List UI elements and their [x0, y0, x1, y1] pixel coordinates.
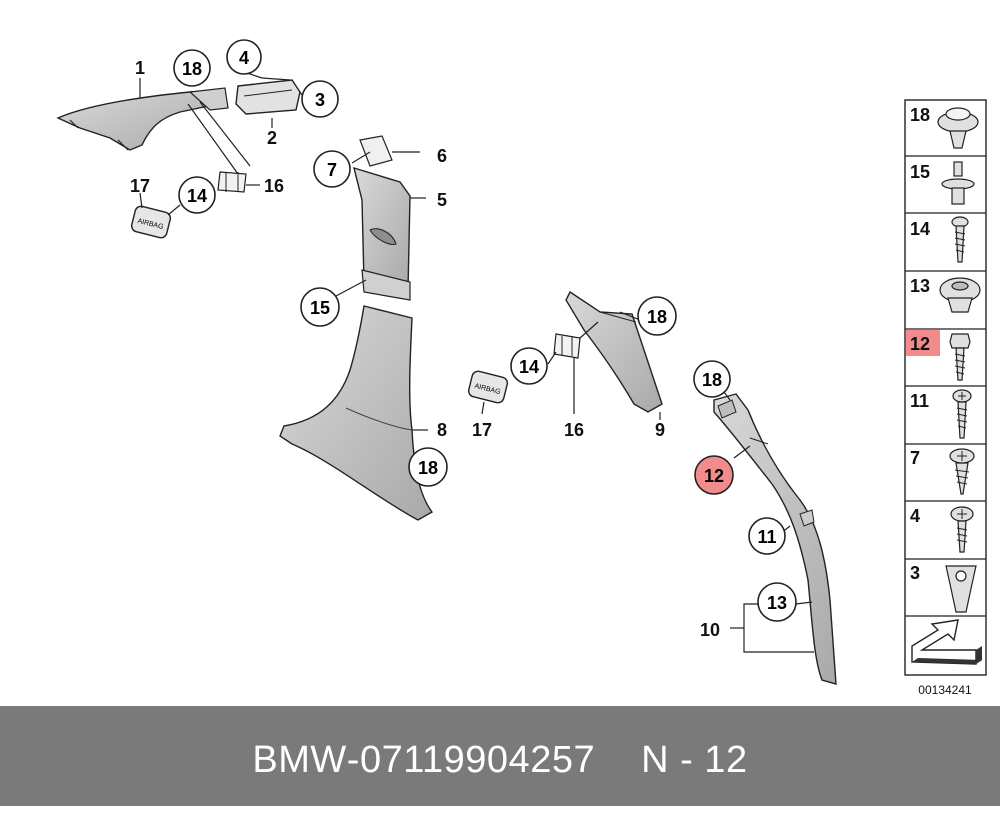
svg-text:12: 12: [704, 466, 724, 486]
callout-6: 6: [437, 146, 447, 166]
callout-7: 7: [313, 150, 351, 188]
callout-16-middle: 16: [564, 420, 584, 440]
clip-part-16-top: [217, 171, 260, 193]
svg-text:15: 15: [310, 298, 330, 318]
c-pillar-upper-trim-part-9: [565, 290, 663, 420]
callout-14-top: 14: [178, 176, 216, 214]
phillips-screw-icon-11: [952, 389, 972, 439]
grommet-icon: [939, 277, 981, 313]
legend-item-18: 18: [910, 105, 930, 125]
svg-text:14: 14: [187, 186, 207, 206]
self-tapping-screw-icon: [949, 448, 975, 495]
svg-text:18: 18: [182, 59, 202, 79]
callout-12-highlighted: 12: [694, 455, 734, 495]
expanding-rivet-icon: [941, 161, 975, 205]
callout-3: 3: [301, 80, 339, 118]
diagram-number: 00134241: [918, 683, 972, 697]
callout-8: 8: [437, 420, 447, 440]
svg-text:11: 11: [757, 527, 776, 547]
circled-callouts: 18 4 3 7 14 15 18 14: [173, 39, 797, 622]
washer-screw-icon: [950, 506, 974, 553]
callout-13: 13: [757, 582, 797, 622]
b-pillar-upper-trim-part-5: [335, 166, 426, 301]
legend-highlight-12: [906, 330, 940, 356]
callout-1: 1: [135, 58, 145, 78]
spring-nut-icon: [945, 565, 977, 613]
callout-17-top: 17: [130, 176, 150, 196]
callout-17-middle: 17: [472, 420, 492, 440]
direction-arrow-icon: [911, 619, 982, 665]
fastener-legend: 18 15 14 13 12 11 7 4 3: [904, 99, 987, 697]
callout-5: 5: [437, 190, 447, 210]
a-pillar-trim-part-1: [56, 87, 229, 151]
legend-item-3: 3: [910, 563, 920, 583]
footer-position: N - 12: [641, 739, 748, 781]
legend-item-11: 11: [910, 391, 929, 411]
screw-icon-14: [951, 216, 969, 263]
svg-text:3: 3: [315, 90, 325, 110]
callout-18-top: 18: [173, 49, 211, 87]
b-pillar-lower-trim-part-8: [279, 305, 434, 521]
clip-part-16-middle: [547, 321, 599, 414]
callout-16-top: 16: [264, 176, 284, 196]
svg-text:14: 14: [519, 357, 539, 377]
callout-18-lower: 18: [693, 360, 731, 398]
bracket-part-6: [351, 135, 420, 167]
airbag-badge-top: AIRBAG: [130, 192, 181, 239]
legend-item-12: 12: [910, 334, 930, 354]
footer-part-number: 07119904257: [359, 739, 596, 781]
svg-text:18: 18: [418, 458, 438, 478]
legend-item-13: 13: [910, 276, 930, 296]
callout-10: 10: [700, 620, 720, 640]
svg-text:13: 13: [767, 593, 787, 613]
footer-brand: BMW: [252, 739, 347, 781]
callout-11: 11: [748, 517, 786, 555]
push-clip-icon: [937, 107, 979, 149]
svg-text:4: 4: [239, 48, 249, 68]
c-pillar-lower-trim-part-10: [713, 391, 837, 685]
svg-text:18: 18: [647, 307, 667, 327]
callout-18-c-pillar: 18: [637, 296, 677, 336]
callout-2: 2: [267, 128, 277, 148]
callout-18-b-pillar: 18: [408, 447, 448, 487]
callout-4: 4: [226, 39, 262, 75]
hex-bolt-icon: [949, 333, 971, 381]
callout-15: 15: [300, 287, 340, 327]
trim-clip-part-2: [235, 79, 301, 115]
parts-diagram: AIRBAG AIRBAG: [56, 39, 987, 697]
legend-item-7: 7: [910, 448, 920, 468]
legend-item-15: 15: [910, 162, 930, 182]
legend-item-14: 14: [910, 219, 930, 239]
svg-text:18: 18: [702, 370, 722, 390]
svg-text:7: 7: [327, 160, 337, 180]
callout-14-middle: 14: [510, 347, 548, 385]
legend-item-4: 4: [910, 506, 920, 526]
callout-9: 9: [655, 420, 665, 440]
airbag-badge-middle: AIRBAG: [467, 370, 509, 415]
callouts: 1 2 6 5 16 17 8 17 16 9 10: [130, 58, 720, 640]
